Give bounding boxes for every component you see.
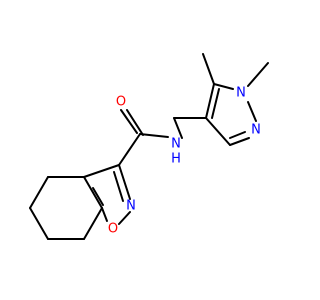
bond-c3-n2-double — [113, 171, 124, 202]
bond-c5-c6 — [29, 207, 49, 240]
bond-c3pz-c4pz — [205, 117, 231, 146]
atom-n-isoxazole: N — [126, 199, 136, 214]
bond-n2pz-c3pz — [229, 137, 250, 146]
bond-c3a-c3 — [83, 164, 120, 178]
bond-c4-c5 — [29, 176, 49, 209]
molecule-structure: O N H N O N N — [0, 0, 300, 300]
bonds — [29, 53, 269, 240]
bond-n2pz-c3pz-double — [229, 131, 246, 139]
atom-labels: O N H N O N N — [108, 86, 261, 237]
bond-n2-o1 — [118, 211, 131, 225]
bond-c3a-c7a — [83, 176, 103, 209]
molecule-canvas: O N H N O N N — [0, 0, 300, 300]
bond-c5pz-methyl — [202, 53, 215, 85]
bond-c-o-carbonyl-2 — [120, 109, 138, 134]
atom-h-amide: H — [171, 152, 181, 167]
bond-c4-c5pz-double — [211, 88, 220, 119]
bond-n-ch2 — [173, 117, 183, 139]
bond-n1-methyl — [247, 62, 269, 87]
atom-n2-pyrazole: N — [251, 123, 261, 138]
bond-o1-c7a — [101, 207, 108, 222]
bond-n1-n2pz — [247, 101, 257, 122]
bond-c3-n2 — [118, 164, 131, 200]
bond-c3a-c7a-inner — [92, 187, 104, 206]
bond-camide-n — [139, 133, 169, 138]
bond-c3-camide — [118, 133, 141, 166]
bond-c-o-carbonyl-1 — [126, 109, 144, 136]
background — [0, 0, 300, 300]
bond-c4-c5pz — [205, 83, 215, 119]
atom-n1-pyrazole: N — [236, 86, 246, 101]
atom-o-carbonyl: O — [116, 95, 126, 110]
bond-c7-c7a — [83, 207, 103, 240]
bond-c5pz-n1 — [213, 83, 234, 90]
atom-n-amide: N — [171, 137, 181, 152]
atom-o-isoxazole: O — [108, 222, 118, 237]
